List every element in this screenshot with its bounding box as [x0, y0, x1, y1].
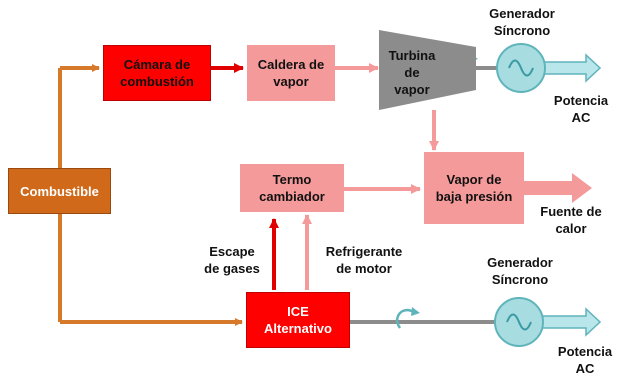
sine-wave-icon — [508, 59, 534, 77]
combustion-chamber-box: Cámara de combustión — [103, 45, 211, 101]
bottom-rotation-arrowhead — [411, 307, 420, 316]
fuel-box: Combustible — [8, 168, 111, 214]
steam-turbine-label: Turbina de vapor — [388, 47, 436, 97]
top-power-output-arrow — [541, 53, 602, 83]
ice-engine-box: ICE Alternativo — [246, 292, 350, 348]
top-generator — [496, 43, 602, 93]
steam-turbine-shape — [379, 30, 476, 110]
heat-exchanger-box: Termo cambiador — [240, 164, 344, 212]
low-pressure-steam-box: Vapor de baja presión — [424, 152, 524, 224]
fuel-lines — [58, 64, 243, 326]
bottom-power-label: Potencia AC — [557, 344, 613, 376]
bottom-rotation-arrow — [396, 308, 417, 329]
engine-coolant-label: Refrigerante de motor — [325, 244, 403, 276]
exhaust-gas-label: Escape de gases — [204, 244, 260, 276]
top-power-label: Potencia AC — [553, 93, 609, 125]
top-generator-label: Generador Síncrono — [489, 6, 555, 38]
bottom-power-output-arrow — [541, 307, 602, 337]
bottom-generator — [494, 297, 602, 347]
heat-output-arrow — [524, 173, 592, 203]
sine-wave-icon — [506, 313, 532, 331]
heat-source-label: Fuente de calor — [540, 204, 602, 236]
steam-boiler-box: Caldera de vapor — [247, 45, 335, 101]
bottom-generator-label: Generador Síncrono — [487, 255, 553, 287]
